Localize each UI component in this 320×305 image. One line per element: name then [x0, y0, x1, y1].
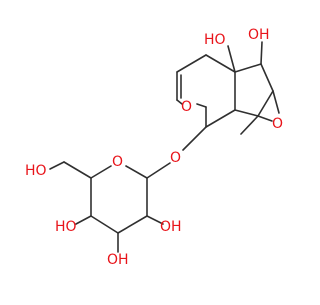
bond-lines [49, 41, 280, 253]
atom-label-oh: HO [204, 32, 226, 48]
structure-canvas: HO OH O O O O HO HO OH OH [25, 27, 283, 268]
atom-label-ring-oxygen: O [181, 99, 192, 115]
atom-label-oh: OH [160, 219, 182, 235]
atom-label-ether-oxygen: O [170, 150, 181, 166]
atom-label-ring-oxygen: O [112, 154, 123, 170]
atom-label-epoxide-oxygen: O [272, 116, 283, 132]
atom-label-ch2oh-hydroxyl: HO [25, 163, 47, 179]
atom-label-oh: HO [55, 219, 77, 235]
atom-label-oh: OH [248, 27, 270, 43]
molecule-diagram: HO OH O O O O HO HO OH OH [25, 27, 283, 268]
atom-label-oh: OH [107, 252, 129, 268]
